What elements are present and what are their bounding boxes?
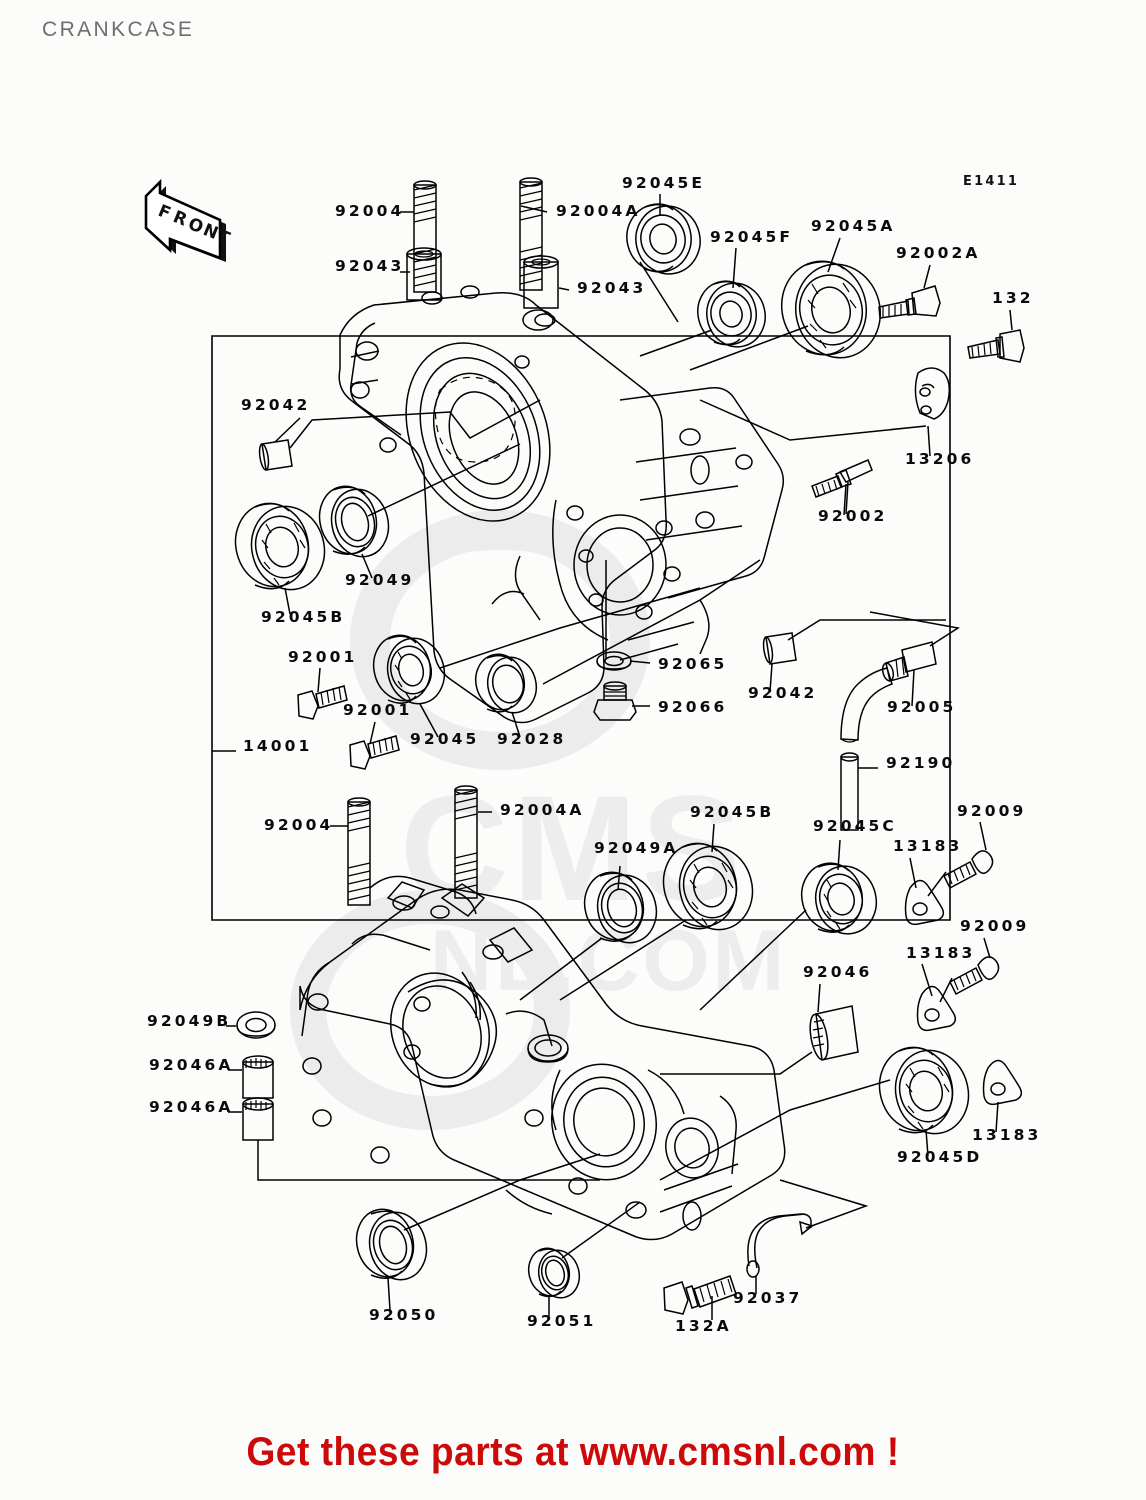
part-number-label: 92004A [556, 202, 641, 220]
part-number-label: 92046A [149, 1056, 234, 1074]
part-number-label: 92045 [410, 730, 479, 748]
part-92045-bearing [372, 634, 446, 705]
part-92045F-bearing [697, 280, 766, 348]
part-92002-sensor [811, 459, 873, 498]
part-number-label: 92002 [818, 507, 887, 525]
part-92001-bolt [297, 685, 348, 720]
part-92009-screw [943, 850, 994, 890]
part-92009-screw [949, 956, 1000, 996]
part-92045D-bearing [878, 1046, 970, 1135]
part-number-label: 92049B [147, 1012, 231, 1030]
part-number-label: 92045F [710, 228, 793, 246]
assembly-group-bracket-14001 [211, 335, 951, 921]
part-number-label: 92001 [343, 701, 412, 719]
footer-promo-text: Get these parts at www.cmsnl.com ! [246, 1430, 900, 1474]
part-number-label: 92004 [335, 202, 404, 220]
svg-text:NL.COM: NL.COM [430, 913, 787, 1009]
part-132A-bolt [663, 1275, 737, 1315]
part-number-label: 92005 [887, 698, 956, 716]
front-direction-arrow: F R O N T [144, 178, 233, 262]
part-92042-dowel-pin [762, 632, 797, 665]
leader-lines [226, 194, 1013, 1320]
part-92004-stud [413, 180, 437, 293]
svg-text:N: N [200, 220, 221, 244]
part-number-label: 92004A [500, 801, 585, 819]
part-13183-retainer-plate [916, 985, 957, 1032]
part-number-label: 92001 [288, 648, 357, 666]
svg-text:CMS: CMS [400, 764, 745, 932]
part-92049B-seal [236, 1011, 276, 1039]
part-number-label: 13183 [906, 944, 975, 962]
part-13206-bracket [914, 367, 951, 420]
part-number-label: 92045C [813, 817, 897, 835]
part-92043-collar [523, 255, 559, 309]
part-number-label: 92051 [527, 1312, 596, 1330]
part-92028-bushing [474, 653, 538, 714]
part-number-label: 13206 [905, 450, 974, 468]
upper-crankcase-body [338, 285, 785, 724]
part-92065-washer [596, 651, 632, 671]
part-number-label: 92190 [886, 754, 955, 772]
part-number-label: 92028 [497, 730, 566, 748]
part-number-label: 132A [675, 1317, 732, 1335]
part-13183-retainer-plate [982, 1059, 1023, 1106]
part-number-label: 92043 [577, 279, 646, 297]
part-number-label: 92037 [733, 1289, 802, 1307]
part-number-label: 14001 [243, 737, 312, 755]
part-number-label: 92002A [896, 244, 981, 262]
part-number-label: 92049A [594, 839, 679, 857]
part-number-label: 92004 [264, 816, 333, 834]
part-number-label: 92009 [957, 802, 1026, 820]
part-13183-retainer-plate [904, 879, 945, 926]
part-92066-plug [593, 681, 637, 721]
part-92045B-bearing [662, 842, 754, 931]
part-132-bolt [967, 329, 1025, 363]
part-number-label: 92049 [345, 571, 414, 589]
part-92051-oil-seal [527, 1247, 581, 1299]
part-number-label: 92043 [335, 257, 404, 275]
part-number-label: 92045B [261, 608, 345, 626]
part-92045A-bearing [780, 260, 882, 359]
diagram-reference-code: E1411 [963, 174, 1020, 189]
svg-text:O: O [185, 214, 206, 238]
part-92037-clamp [746, 1213, 814, 1278]
part-number-label: 92045D [897, 1148, 982, 1166]
part-number-label: 92046 [803, 963, 872, 981]
part-92046-needle-bearing [809, 1005, 859, 1061]
part-number-label: 13183 [972, 1126, 1041, 1144]
lower-crankcase-body [299, 875, 786, 1241]
part-92045B-bearing [234, 502, 326, 591]
part-number-label: 92066 [658, 698, 727, 716]
part-number-label: 92042 [748, 684, 817, 702]
part-92045C-bearing [800, 862, 878, 935]
part-number-label: 92046A [149, 1098, 234, 1116]
part-number-label: 13183 [893, 837, 962, 855]
part-92002A-bolt [878, 285, 941, 319]
part-92046A-needle-bearing [242, 1097, 274, 1141]
part-92046A-needle-bearing [242, 1055, 274, 1099]
part-92050-oil-seal [355, 1208, 428, 1281]
part-number-label: 132 [992, 289, 1034, 307]
part-number-label: 92045B [690, 803, 774, 821]
part-number-label: 92009 [960, 917, 1029, 935]
page-title: CRANKCASE [42, 18, 195, 41]
cms-watermark: CMS NL.COM [290, 510, 787, 1130]
part-number-label: 92045A [811, 217, 896, 235]
part-92004A-stud [454, 785, 478, 899]
part-92004-stud [347, 797, 371, 906]
part-92042-dowel-pin [258, 439, 293, 471]
part-number-label: 92045E [622, 174, 705, 192]
part-number-label: 92042 [241, 396, 310, 414]
part-number-label: 92065 [658, 655, 727, 673]
part-92001-bolt [349, 735, 400, 770]
part-92049A-oil-seal [583, 871, 658, 944]
part-92190-tube [840, 667, 893, 831]
part-number-label: 92050 [369, 1306, 438, 1324]
